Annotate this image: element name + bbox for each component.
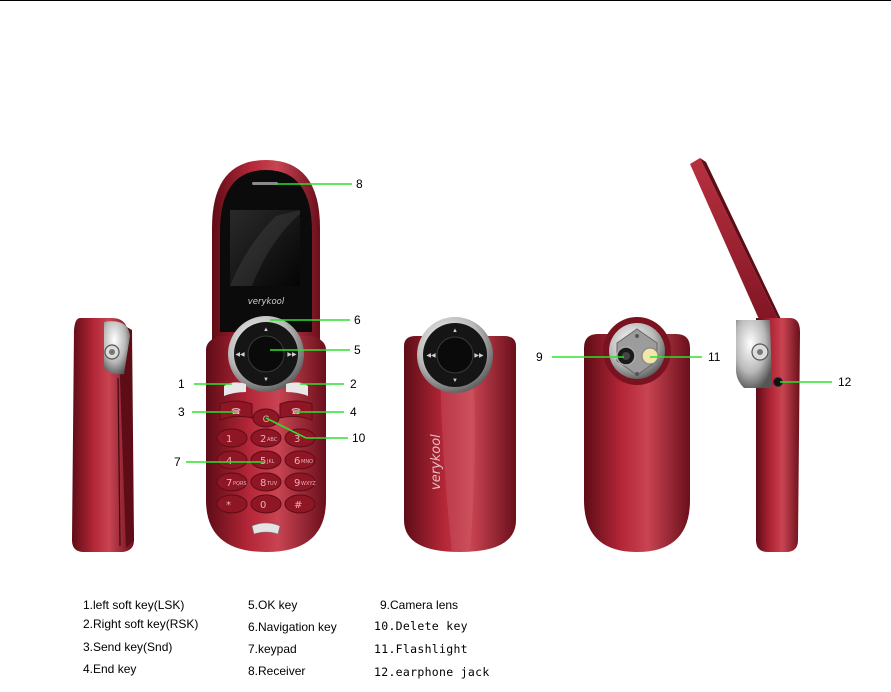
keypad-key-glyph: 2: [260, 434, 266, 445]
keypad-key: 0: [251, 495, 281, 513]
callout-6: 6: [354, 313, 361, 327]
legend-item-7: 7.keypad: [248, 643, 297, 655]
phone-rear-view: [584, 317, 690, 552]
brand-text-back: verykool: [429, 434, 444, 490]
callout-8: 8: [356, 177, 363, 191]
callout-9: 9: [536, 350, 543, 364]
keypad-key-glyph: 6: [294, 456, 300, 467]
receiver-slot: [252, 182, 278, 185]
svg-text:▶▶: ▶▶: [287, 352, 297, 358]
svg-text:▲: ▲: [452, 328, 458, 334]
legend-item-8: 8.Receiver: [248, 665, 305, 677]
callout-5: 5: [354, 343, 361, 357]
keypad-key-glyph: 8: [260, 478, 266, 489]
legend-item-2: 2.Right soft key(RSK): [83, 618, 198, 630]
keypad-key-glyph: #: [294, 500, 302, 511]
keypad-key-letters: TUV: [266, 481, 278, 487]
svg-text:▼: ▼: [452, 378, 458, 384]
legend-item-5: 5.OK key: [248, 599, 297, 611]
brand-text-front: verykool: [248, 297, 285, 307]
keypad-key-letters: MNO: [301, 459, 313, 465]
legend-item-4: 4.End key: [83, 663, 136, 675]
keypad-key-glyph: *: [226, 500, 231, 511]
legend-item-1: 1.left soft key(LSK): [83, 599, 184, 611]
phone-side-view-right: [690, 158, 800, 552]
legend-item-12: 12.earphone jack: [374, 667, 490, 679]
svg-text:◀◀: ◀◀: [235, 352, 245, 358]
keypad-key-glyph: 7: [226, 478, 232, 489]
legend-item-6: 6.Navigation key: [248, 621, 337, 633]
keypad-key-letters: JKL: [266, 459, 275, 465]
callout-10: 10: [352, 431, 366, 445]
ok-key: [248, 336, 284, 372]
callout-7: 7: [174, 455, 181, 469]
keypad-key-glyph: 0: [260, 500, 266, 511]
flashlight: [642, 348, 658, 364]
phone-side-view-left: [72, 318, 134, 552]
keypad-key-shape: [217, 495, 247, 513]
callout-4: 4: [350, 405, 357, 419]
callout-12: 12: [838, 375, 852, 389]
keypad-key-letters: PQRS: [233, 481, 247, 487]
keypad-key: #: [285, 495, 315, 513]
legend-item-11: 11.Flashlight: [374, 644, 468, 656]
keypad-key-glyph: 1: [226, 434, 232, 445]
keypad-key-glyph: 9: [294, 478, 300, 489]
svg-text:▼: ▼: [263, 377, 269, 383]
keypad-key-letters: ABC: [267, 437, 278, 443]
svg-text:▶▶: ▶▶: [474, 353, 484, 359]
keypad-key: 4: [217, 451, 247, 469]
legend-item-10: 10.Delete key: [374, 621, 468, 633]
legend-item-3: 3.Send key(Snd): [83, 641, 172, 653]
callout-1: 1: [178, 377, 185, 391]
svg-text:◀◀: ◀◀: [426, 353, 436, 359]
legend-item-9: 9.Camera lens: [380, 599, 458, 611]
keypad-key-glyph: 3: [294, 434, 300, 445]
svg-text:▲: ▲: [263, 327, 269, 333]
callout-11: 11: [708, 350, 721, 364]
keypad-key: *: [217, 495, 247, 513]
keypad-key-letters: WXYZ: [301, 481, 316, 487]
callout-2: 2: [350, 377, 357, 391]
callout-3: 3: [178, 405, 185, 419]
keypad-key: 1: [217, 429, 247, 447]
phone-closed-front-view: ▲ ▼ ◀◀ ▶▶ verykool: [404, 317, 516, 552]
